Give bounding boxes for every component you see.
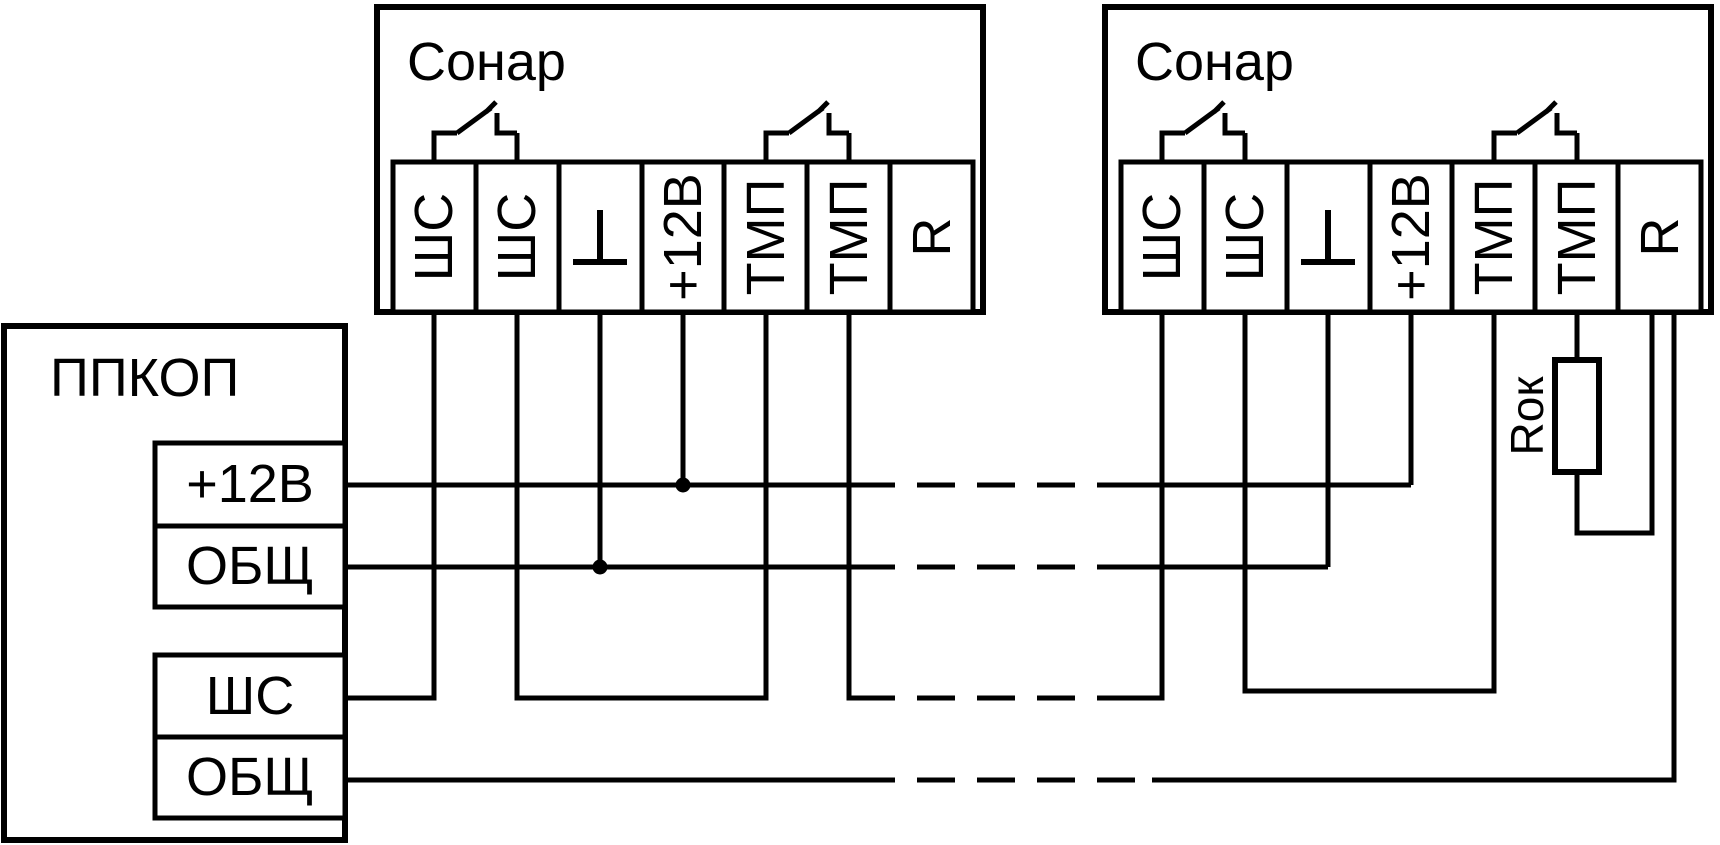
sonar1-unit: Сонар ШС ШС +12В ТМП ТМП R	[374, 4, 986, 315]
sonar1-terminal-label-shs1: ШС	[404, 193, 464, 282]
sonar1-terminal-label-shs2: ШС	[487, 193, 547, 282]
ppkop-terminal-label-common2: ОБЩ	[186, 747, 314, 807]
sonar2-terminal-label-tmp2: ТМП	[1547, 179, 1607, 296]
sonar1-shs-switch-icon	[431, 100, 520, 164]
wire-shs-to-sonar2	[1100, 312, 1165, 701]
sonar1-tmp-switch-icon	[763, 100, 852, 164]
sonar2-terminal-label-shs2: ШС	[1215, 193, 1275, 282]
ppkop-terminal-label-shs: ШС	[206, 666, 295, 726]
wire-shs-panel-to-sonar1	[345, 312, 437, 701]
ppkop-terminal-box-common2	[152, 734, 348, 821]
sonar2-title: Сонар	[1135, 32, 1294, 92]
sonar2-terminal-label-tmp1: ТМП	[1464, 179, 1524, 296]
wire-return-to-sonar2-r	[1152, 312, 1677, 783]
resistor-to-r-terminal	[1574, 312, 1655, 536]
sonar2-shs2-to-tmp1-link	[1242, 312, 1497, 694]
sonar1-terminal-label-r: R	[902, 218, 962, 257]
sonar1-terminal-box-tmp2	[804, 159, 893, 315]
eol-resistor-label: Rок	[1501, 376, 1553, 456]
sonar1-terminal-label-tmp1: ТМП	[736, 179, 796, 296]
sonar1-terminal-label-12v: +12В	[653, 173, 713, 301]
sonar1-terminal-label-tmp2: ТМП	[819, 179, 879, 296]
sonar2-tmp-switch-icon	[1491, 100, 1580, 164]
sonar2-ground-icon	[1301, 210, 1355, 265]
wiring: Rок	[345, 312, 1677, 783]
eol-resistor	[1552, 357, 1602, 475]
ppkop-terminal-box-common1	[152, 523, 348, 610]
sonar1-terminal-box-12v	[639, 159, 727, 315]
sonar2-shs-switch-icon	[1159, 100, 1248, 164]
sonar2-terminal-label-shs1: ШС	[1132, 193, 1192, 282]
sonar1-tmp2-out	[846, 312, 895, 701]
sonar1-ground-icon	[573, 210, 627, 265]
ppkop-title: ППКОП	[50, 348, 239, 408]
sonar2-terminal-label-r: R	[1630, 218, 1690, 257]
sonar2-terminal-box-r	[1615, 159, 1704, 315]
ppkop-unit: ППКОП +12В ОБЩ ШС ОБЩ	[1, 323, 348, 843]
ppkop-terminal-label-common1: ОБЩ	[186, 536, 314, 596]
junction-dot-common	[592, 559, 608, 575]
junction-dot-12v	[675, 477, 691, 493]
sonar1-terminal-box-shs2	[473, 159, 562, 315]
sonar1-title: Сонар	[407, 32, 566, 92]
sonar1-terminal-box-r	[887, 159, 976, 315]
sonar2-unit: Сонар ШС ШС +12В ТМП ТМП R	[1102, 4, 1714, 315]
sonar2-terminal-label-12v: +12В	[1381, 173, 1441, 301]
ppkop-terminal-label-12v: +12В	[186, 454, 314, 514]
sonar1-shs2-to-tmp1-link	[514, 312, 769, 701]
